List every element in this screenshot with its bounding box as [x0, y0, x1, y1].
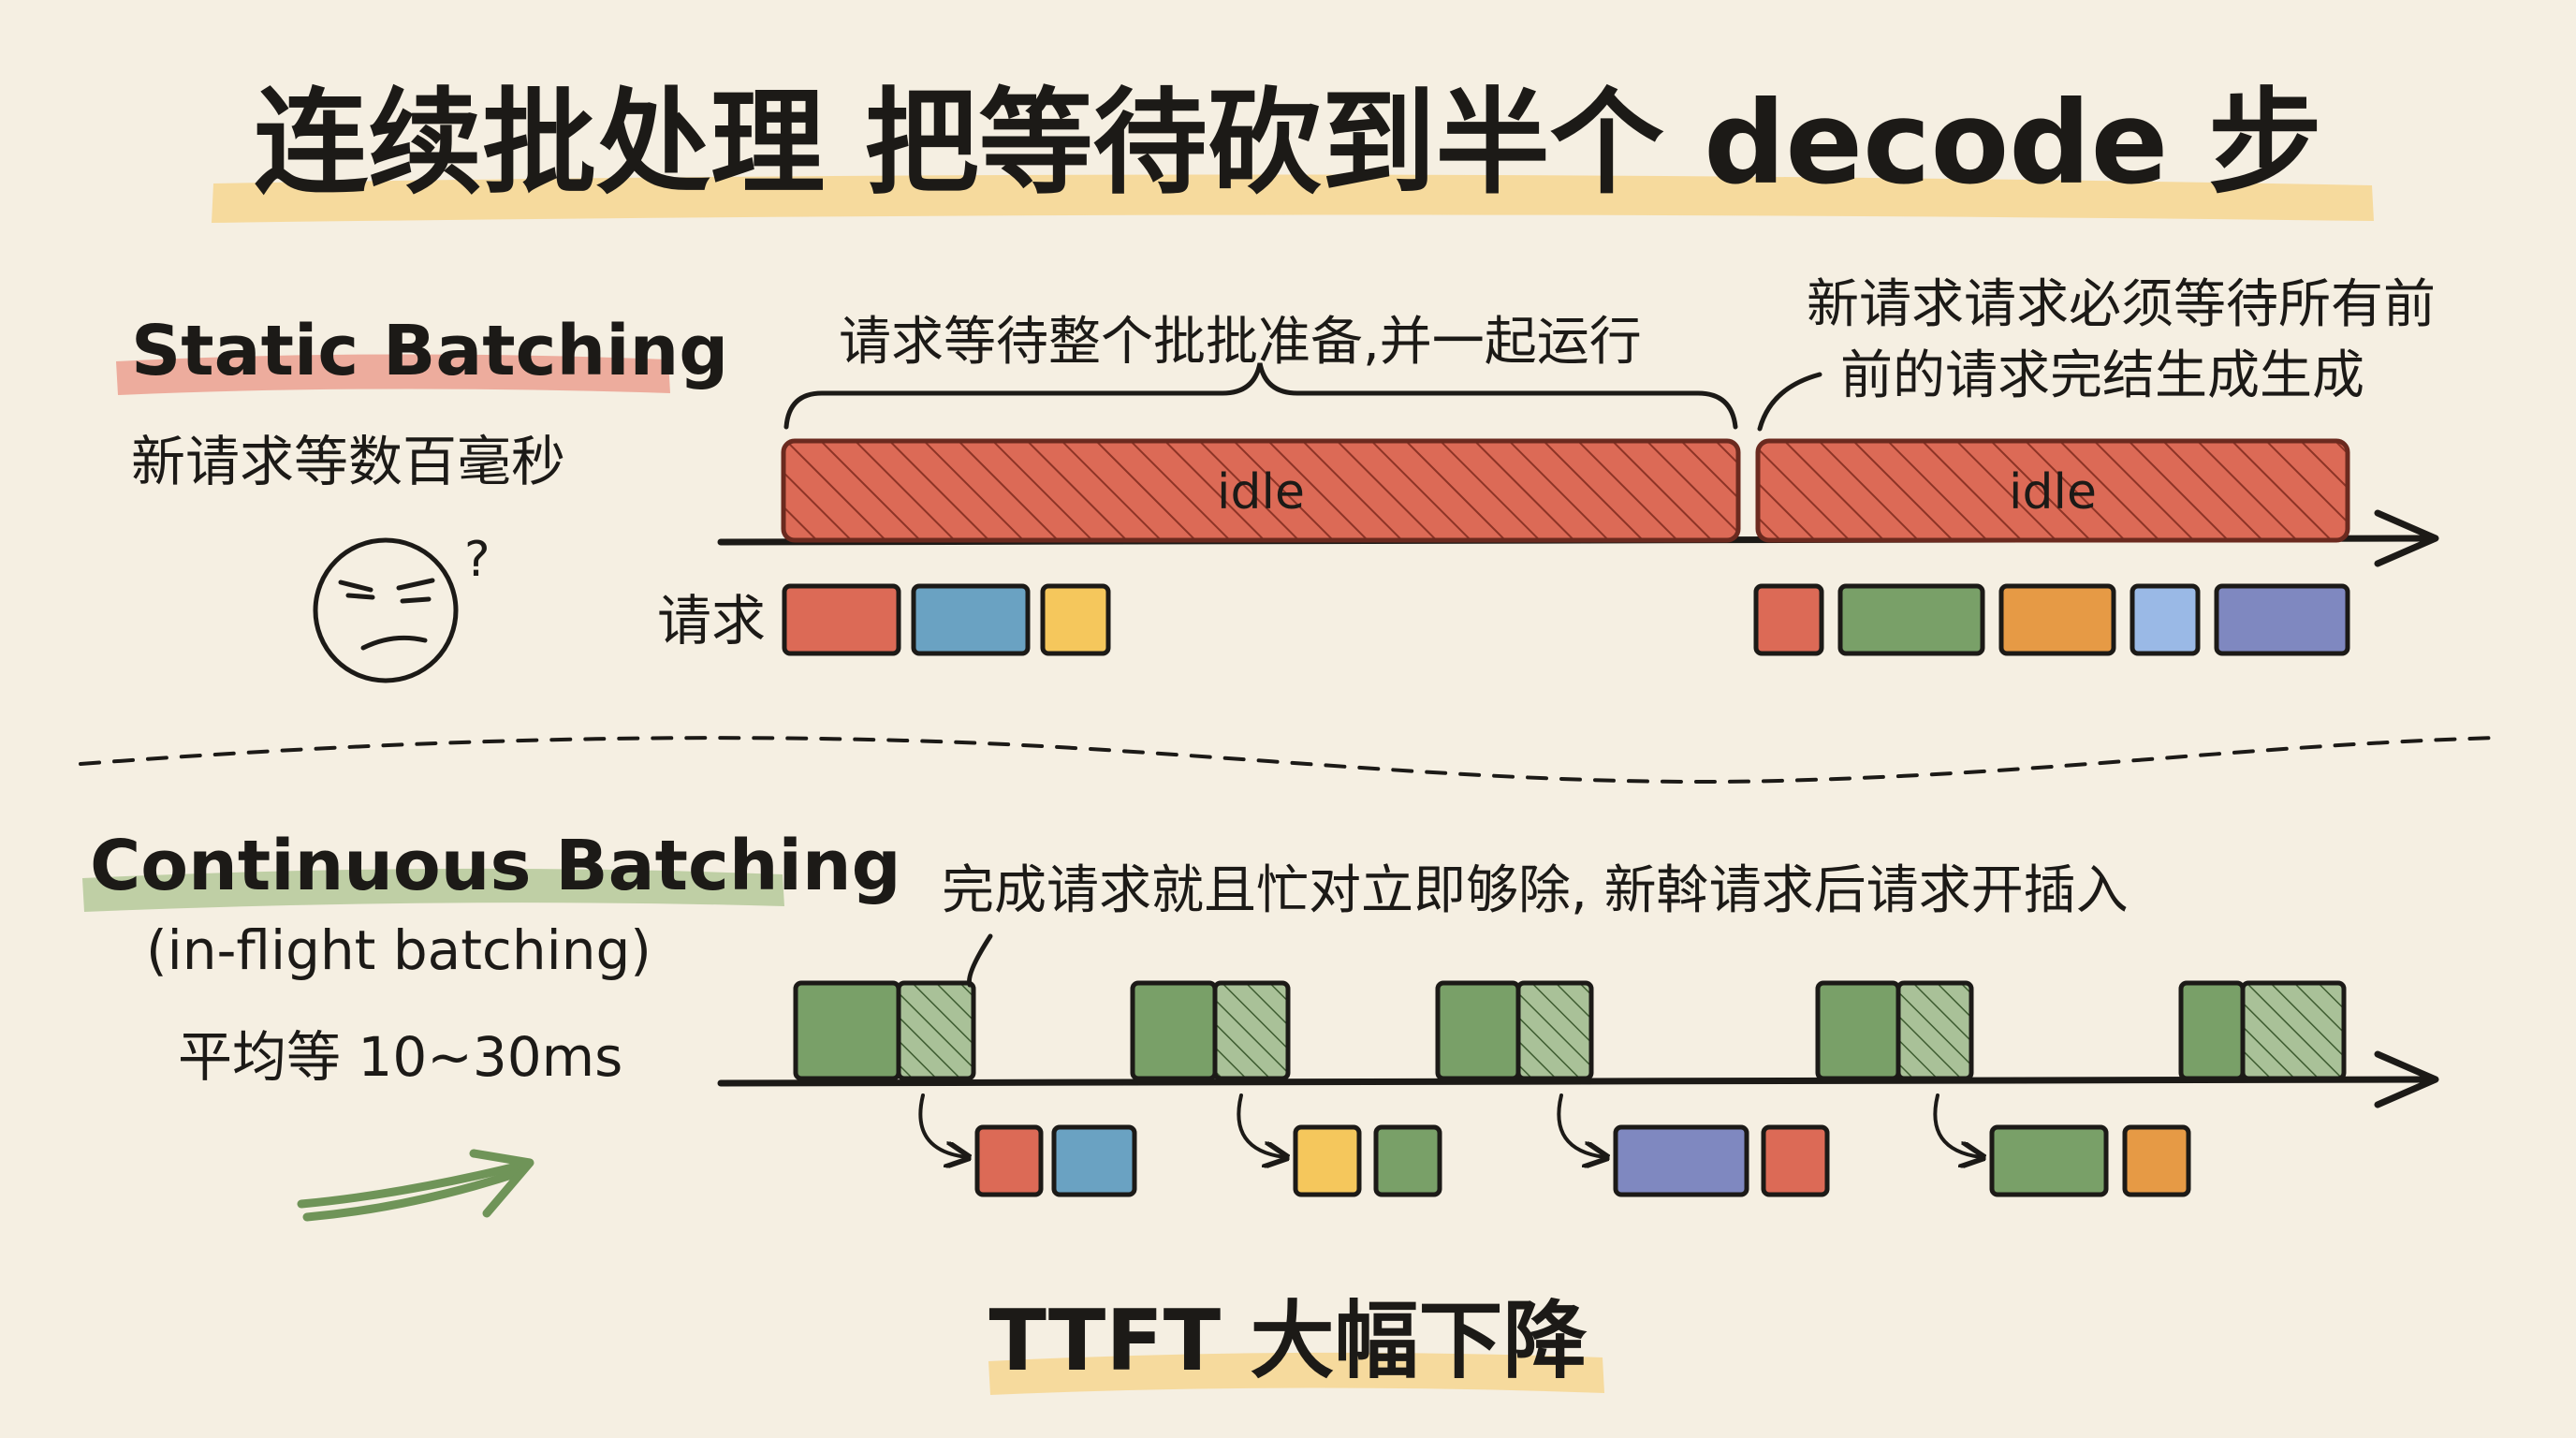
confused-face-icon — [313, 537, 459, 683]
request-block-blue — [911, 583, 1031, 656]
curved-arrow-icon — [918, 1093, 966, 1157]
note-pointer — [966, 933, 993, 988]
active-block — [1130, 980, 1218, 1081]
request-block-purple — [1613, 1124, 1749, 1197]
finishing-block — [1212, 980, 1291, 1081]
wait-note-pointer — [1757, 372, 1822, 432]
static-latency: 新请求等数百毫秒 — [131, 430, 566, 493]
request-block-yellow — [1293, 1124, 1362, 1197]
inserted-request-blocks — [974, 1124, 2191, 1197]
curved-arrow-icon — [1557, 1093, 1604, 1157]
request-block-green — [1989, 1124, 2109, 1197]
request-block-red — [1753, 583, 1824, 656]
title-highlight — [212, 174, 2374, 223]
curved-arrow-icon — [1237, 1093, 1284, 1157]
request-block-light-blue — [2130, 583, 2201, 656]
active-block — [1435, 980, 1521, 1081]
idle-label-2: idle — [2009, 464, 2097, 521]
continuous-heading-highlight — [82, 868, 784, 912]
footer-takeaway: TTFT 大幅下降 — [988, 1292, 1588, 1390]
finishing-block — [1515, 980, 1594, 1081]
continuous-timeline — [717, 1076, 2434, 1087]
static-heading: Static Batching — [131, 311, 729, 391]
active-block — [793, 980, 901, 1081]
footer-highlight — [988, 1352, 1604, 1395]
static-request-blocks — [782, 583, 2350, 656]
finishing-block — [896, 980, 976, 1081]
request-block-red — [974, 1124, 1044, 1197]
continuous-latency: 平均等 10~30ms — [178, 1025, 623, 1089]
insertion-arrows — [918, 1093, 1981, 1157]
continuous-timeline-arrow-icon — [2374, 1050, 2439, 1108]
section-divider — [79, 736, 2499, 785]
finishing-block — [1895, 980, 1974, 1081]
requests-label: 请求 — [657, 589, 767, 653]
request-block-orange — [1998, 583, 2116, 656]
request-block-green — [1373, 1124, 1442, 1197]
decode-step-blocks — [793, 980, 2347, 1081]
request-block-yellow — [1040, 583, 1111, 656]
curved-arrow-icon — [1933, 1093, 1981, 1157]
idle-label-1: idle — [1217, 464, 1305, 521]
active-block — [2178, 980, 2246, 1081]
progress-arrow-icon — [297, 1149, 534, 1222]
request-block-red — [782, 583, 901, 656]
wait-note-line-1: 新请求请求必须等待所有前 — [1807, 274, 2436, 335]
continuous-note: 完成请求就且忙对立即够除, 新斡请求后请求开插入 — [942, 860, 2129, 921]
active-block — [1815, 980, 1901, 1081]
finishing-block — [2240, 980, 2347, 1081]
request-block-blue — [1051, 1124, 1137, 1197]
static-heading-highlight — [116, 354, 670, 395]
static-timeline-arrow-icon — [2374, 509, 2439, 567]
idle-block-1 — [781, 438, 1741, 543]
continuous-subheading: (in-flight batching) — [146, 918, 651, 982]
brace-note: 请求等待整个批批准备,并一起运行 — [839, 312, 1642, 373]
curly-brace — [783, 362, 1738, 430]
request-block-red — [1761, 1124, 1830, 1197]
continuous-heading: Continuous Batching — [90, 826, 901, 906]
page-title: 连续批处理 把等待砍到半个 decode 步 — [254, 77, 2322, 210]
request-block-green — [1837, 583, 1985, 656]
request-block-orange — [2122, 1124, 2191, 1197]
request-block-purple — [2214, 583, 2350, 656]
wait-note-line-2: 前的请求完结生成生成 — [1840, 345, 2364, 406]
idle-block-2 — [1755, 438, 2350, 543]
confused-mark: ? — [464, 532, 490, 588]
